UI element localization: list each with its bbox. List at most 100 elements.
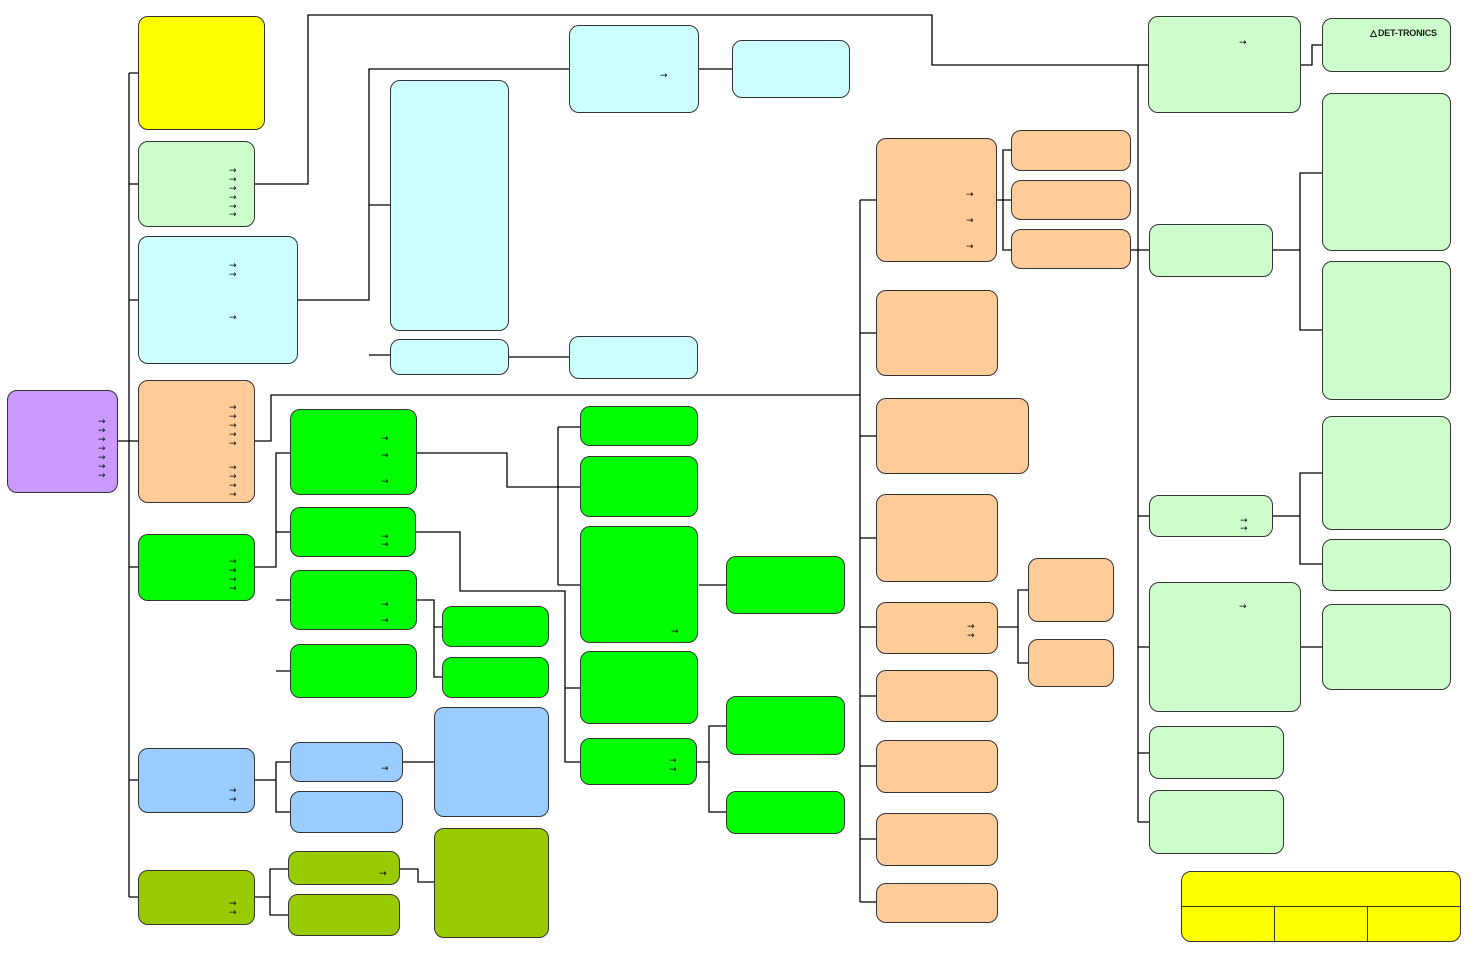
arrow-icon: → [967, 631, 975, 641]
arrow-icon: → [98, 471, 106, 481]
arrow-icon: → [229, 403, 237, 413]
peach-sub-node-3[interactable] [1011, 229, 1131, 269]
peach-node[interactable]: → → → → → → → → → [138, 380, 255, 503]
arrow-icon: → [98, 462, 106, 472]
blue-sub-node-2[interactable] [290, 791, 403, 833]
green-far-node-3[interactable] [726, 791, 845, 834]
arrow-icon: → [229, 575, 237, 585]
peach-node-9[interactable] [876, 883, 998, 923]
green-mid-node-1[interactable] [580, 406, 698, 446]
yellow-node[interactable] [138, 16, 265, 130]
arrow-icon: → [669, 756, 677, 766]
warning-triangle-icon [1370, 30, 1377, 37]
green-mid-node-5[interactable]: → → [580, 738, 697, 785]
right-green-tall-node-1[interactable] [1322, 93, 1451, 251]
blue-large-node[interactable] [434, 707, 549, 817]
right-green-leaf-node-3[interactable] [1322, 604, 1451, 690]
arrow-icon: → [229, 472, 237, 482]
arrow-icon: → [229, 175, 237, 185]
light-blue-node[interactable]: → → [138, 748, 255, 813]
peach-node-7[interactable] [876, 740, 998, 793]
arrow-icon: → [1239, 38, 1247, 48]
arrow-icon: → [229, 210, 237, 220]
right-green-top-node[interactable]: → [1148, 16, 1301, 113]
right-green-node-2[interactable] [1149, 224, 1273, 277]
arrow-icon: → [229, 412, 237, 422]
green-sub-node-1[interactable]: → → → [290, 409, 417, 495]
arrow-icon: → [381, 764, 389, 774]
det-tronics-logo: DET-TRONICS [1378, 28, 1437, 38]
arrow-icon: → [98, 453, 106, 463]
green-sub-node-2[interactable]: → → [290, 507, 416, 557]
right-green-node-4[interactable]: → [1149, 582, 1301, 712]
arrow-icon: → [229, 166, 237, 176]
right-green-leaf-node-2[interactable] [1322, 539, 1451, 591]
arrow-icon: → [229, 261, 237, 271]
arrow-icon: → [98, 417, 106, 427]
green-sub-node-4[interactable] [290, 644, 417, 698]
arrow-icon: → [381, 451, 389, 461]
peach-leaf-node-1[interactable] [1028, 558, 1114, 622]
arrow-icon: → [98, 426, 106, 436]
green-mid-node-4[interactable] [580, 651, 698, 724]
light-cyan-node[interactable]: → → → [138, 236, 298, 364]
arrow-icon: → [966, 216, 974, 226]
cyan-top-right-node[interactable] [732, 40, 850, 98]
peach-node-4[interactable] [876, 494, 998, 582]
olive-large-node[interactable] [434, 828, 549, 938]
arrow-icon: → [381, 477, 389, 487]
peach-node-5[interactable]: → → [876, 602, 998, 654]
cyan-small-node[interactable] [390, 339, 509, 375]
olive-sub-node-2[interactable] [288, 894, 400, 936]
right-green-node-3[interactable]: → → [1149, 495, 1273, 537]
arrow-icon: → [381, 540, 389, 550]
olive-green-node[interactable]: → → [138, 870, 255, 925]
right-green-node-5[interactable] [1149, 726, 1284, 779]
arrow-icon: → [229, 481, 237, 491]
peach-main-node[interactable]: → → → [876, 138, 997, 262]
arrow-icon: → [229, 421, 237, 431]
peach-leaf-node-2[interactable] [1028, 639, 1114, 687]
right-green-leaf-node-1[interactable] [1322, 416, 1451, 530]
arrow-icon: → [229, 584, 237, 594]
arrow-icon: → [229, 439, 237, 449]
arrow-icon: → [229, 193, 237, 203]
title-block-cell-1 [1182, 907, 1275, 941]
peach-sub-node-1[interactable] [1011, 130, 1131, 171]
green-far-node-1[interactable] [726, 556, 845, 614]
cyan-top-node[interactable]: → [569, 25, 699, 113]
arrow-icon: → [966, 190, 974, 200]
arrow-icon: → [381, 600, 389, 610]
right-green-tall-node-2[interactable] [1322, 261, 1451, 400]
arrow-icon: → [229, 184, 237, 194]
green-mid-node-3[interactable]: → [580, 526, 698, 643]
green-leaf-node-2[interactable] [442, 657, 549, 698]
arrow-icon: → [966, 242, 974, 252]
arrow-icon: → [381, 434, 389, 444]
olive-sub-node-1[interactable]: → [288, 851, 400, 885]
light-green-node[interactable]: → → → → → → [138, 141, 255, 227]
green-leaf-node-1[interactable] [442, 606, 549, 647]
arrow-icon: → [229, 557, 237, 567]
right-green-node-6[interactable] [1149, 790, 1284, 854]
green-far-node-2[interactable] [726, 696, 845, 755]
peach-sub-node-2[interactable] [1011, 180, 1131, 220]
bright-green-node[interactable]: → → → → [138, 534, 255, 601]
arrow-icon: → [229, 270, 237, 280]
arrow-icon: → [671, 627, 679, 637]
arrow-icon: → [229, 313, 237, 323]
arrow-icon: → [229, 490, 237, 500]
peach-node-2[interactable] [876, 290, 998, 376]
logo-node[interactable]: DET-TRONICS [1322, 18, 1451, 72]
root-node[interactable]: → → → → → → → [7, 390, 118, 493]
peach-node-3[interactable] [876, 398, 1029, 474]
cyan-tall-node[interactable] [390, 80, 509, 331]
arrow-icon: → [229, 202, 237, 212]
cyan-lower-node[interactable] [569, 336, 698, 379]
blue-sub-node-1[interactable]: → [290, 742, 403, 782]
peach-node-6[interactable] [876, 670, 998, 722]
green-mid-node-2[interactable] [580, 456, 698, 517]
title-block-cell-3 [1368, 907, 1460, 941]
green-sub-node-3[interactable]: → → [290, 570, 417, 630]
peach-node-8[interactable] [876, 813, 998, 866]
